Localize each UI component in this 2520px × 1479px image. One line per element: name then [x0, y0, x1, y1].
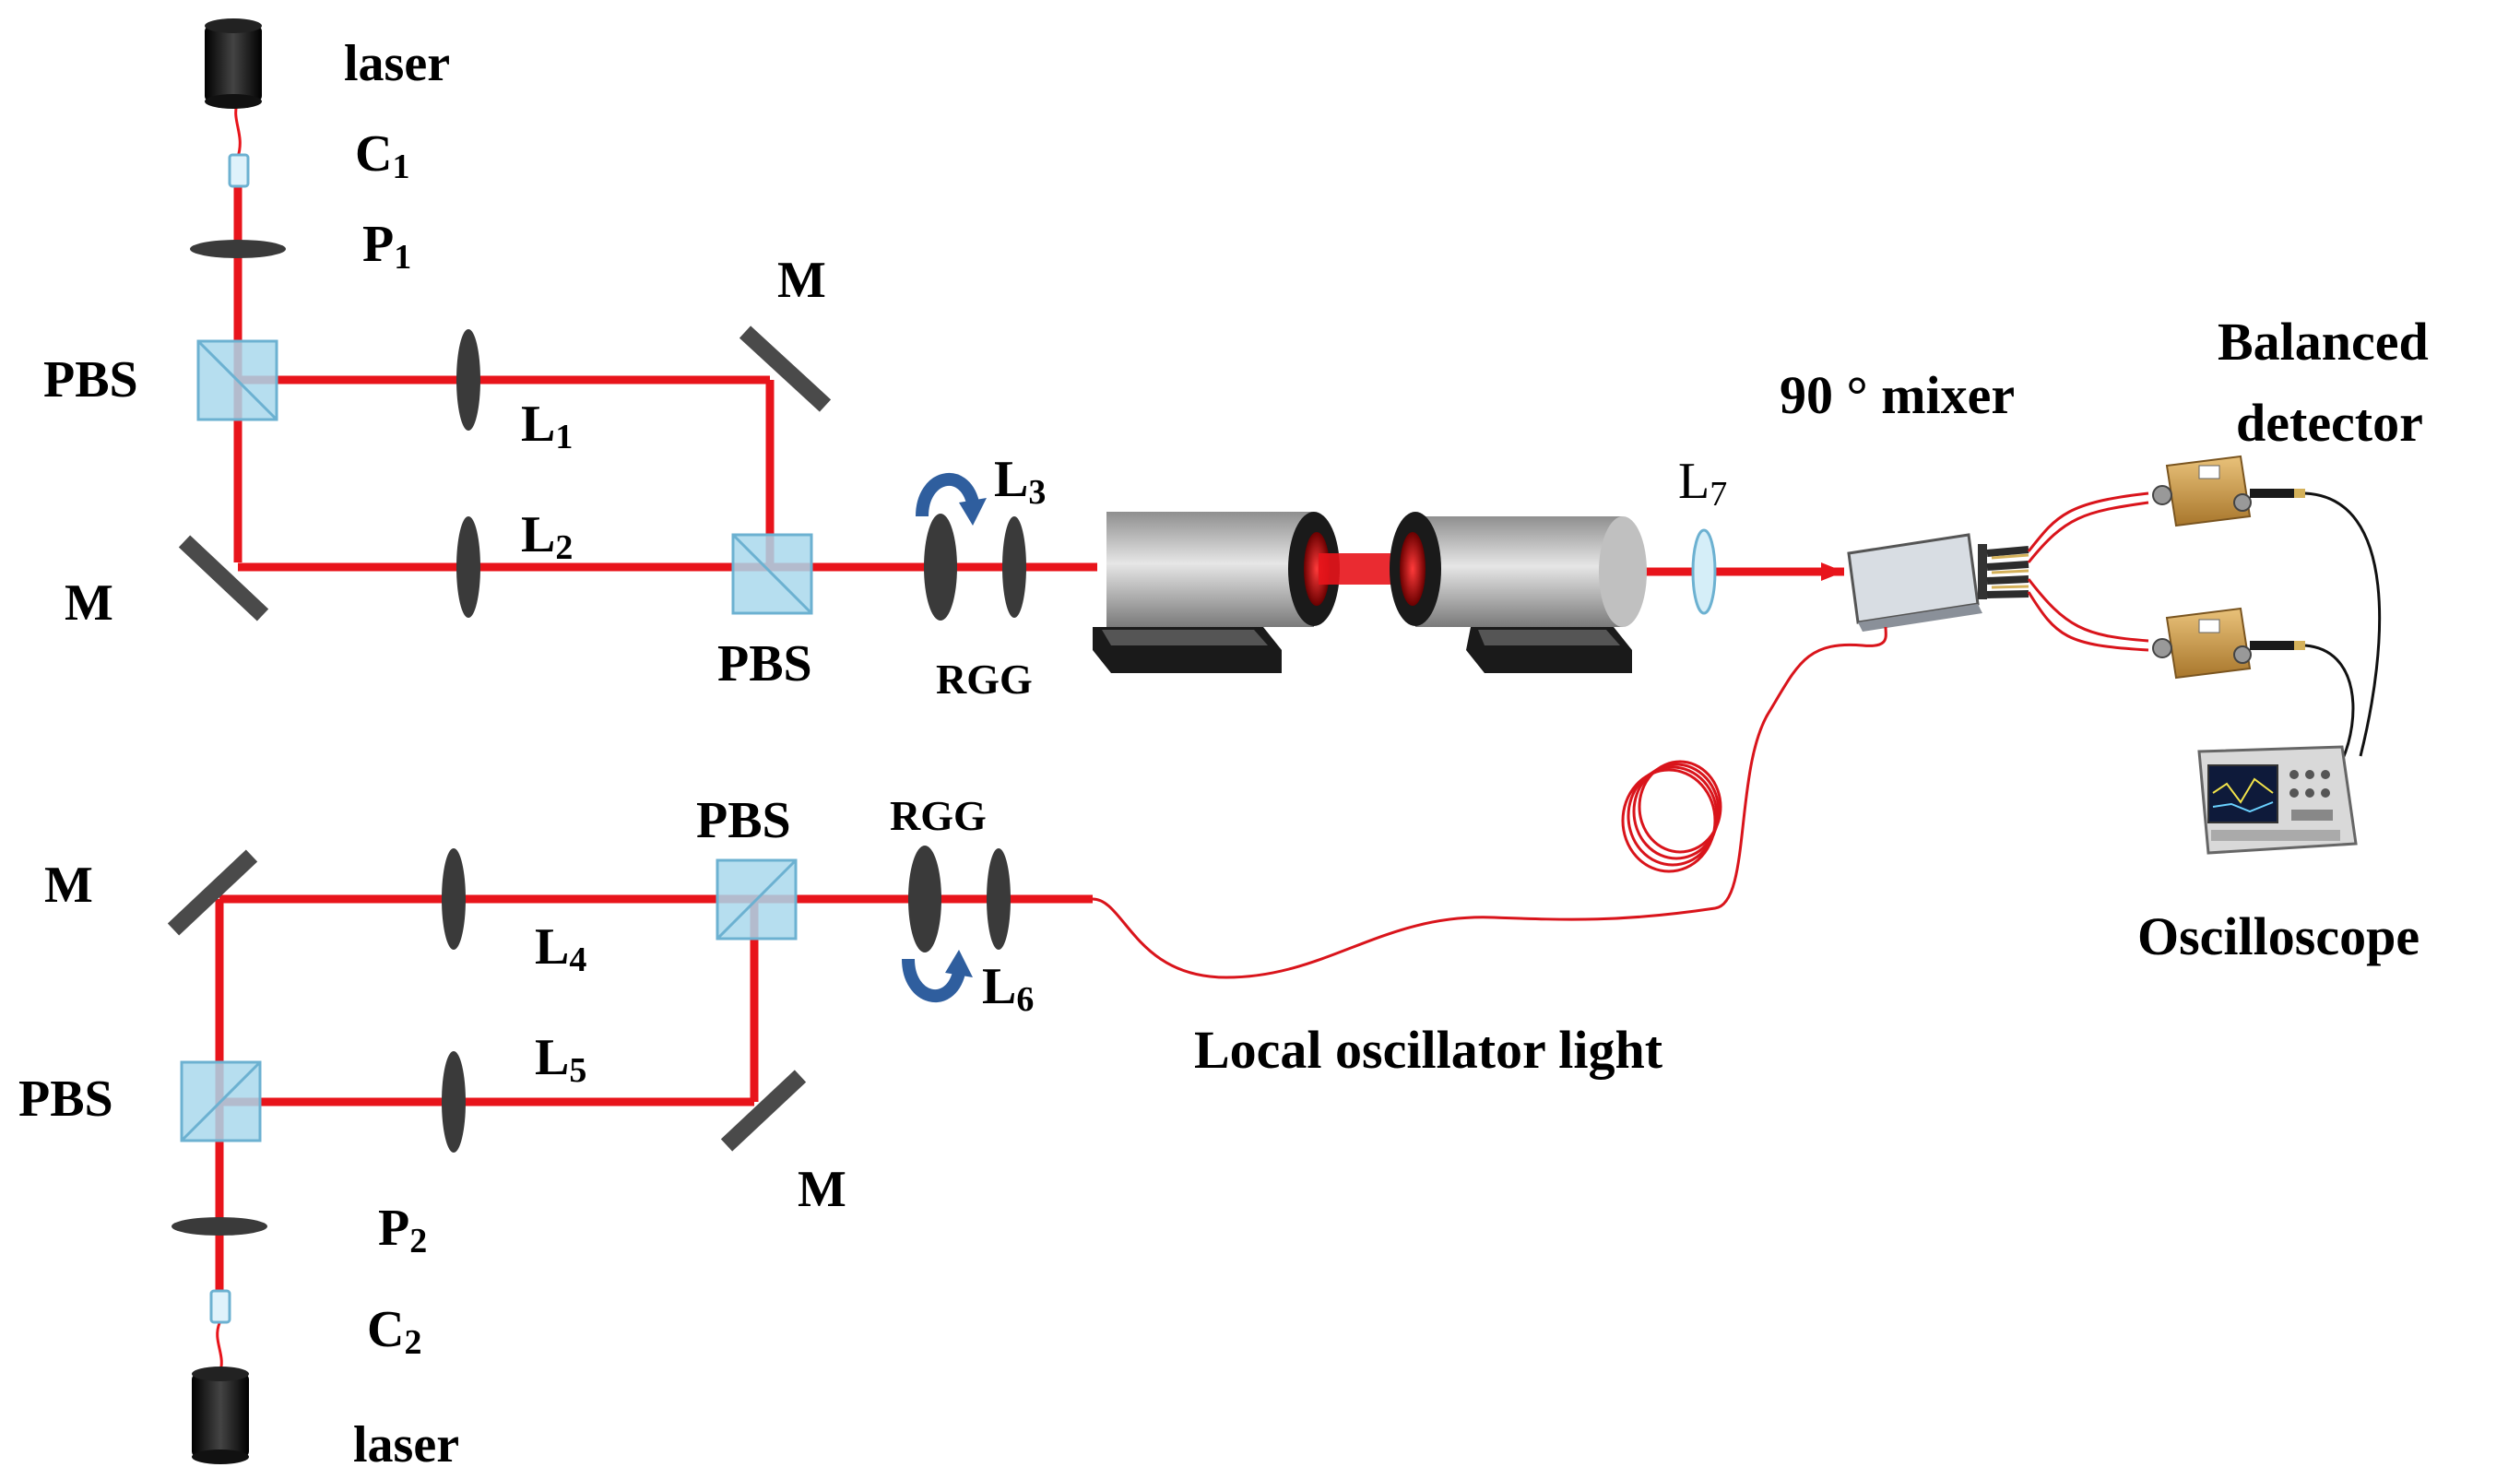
label-c2: C2 [367, 1301, 421, 1362]
mirror-bottom-left-icon [167, 849, 258, 936]
label-rgg-top: RGG [936, 656, 1033, 703]
label-m-bottom-right: M [798, 1161, 846, 1218]
beam-arrowhead [1821, 562, 1844, 581]
label-p2: P2 [378, 1200, 427, 1260]
fiber-local-oscillator [1092, 626, 1887, 979]
label-l2: L2 [521, 506, 573, 567]
balanced-detector-top-icon [2152, 455, 2305, 527]
rotation-arrow-top-icon [916, 472, 979, 517]
rotation-arrow-bottom-icon [902, 958, 965, 1003]
oscilloscope-icon [2197, 745, 2358, 855]
fibers-mixer-to-detectors [2027, 491, 2149, 652]
lens-l2-icon [456, 516, 480, 618]
label-local-oscillator-light: Local oscillator light [1194, 1020, 1663, 1080]
label-laser-top: laser [344, 35, 450, 92]
label-p1: P1 [362, 216, 411, 277]
label-l5: L5 [535, 1029, 586, 1090]
label-m-top-right: M [777, 252, 826, 309]
label-balanced-detector-line2: detector [2236, 393, 2423, 453]
lens-l7-icon [1691, 528, 1717, 615]
rotation-arrowhead-bottom-icon [945, 950, 973, 977]
rotation-arrowhead-top-icon [959, 498, 987, 526]
label-l1: L1 [521, 396, 573, 456]
mirror-top-left-icon [178, 535, 269, 621]
lens-l4-icon [442, 848, 466, 950]
rgg-top-icon [924, 514, 957, 621]
label-oscilloscope: Oscilloscope [2137, 906, 2419, 966]
cable-top-to-oscilloscope [2304, 491, 2382, 757]
sample-cylinder-right-icon [1390, 512, 1647, 673]
label-pbs-top-left: PBS [43, 351, 138, 408]
pbs-top-left-icon [196, 339, 278, 421]
laser-bottom-icon [192, 1367, 249, 1464]
label-l7: L7 [1678, 453, 1727, 514]
collimator-c1-icon [228, 153, 250, 188]
pbs-bottom-center-icon [716, 858, 798, 941]
label-l6: L6 [982, 958, 1034, 1019]
label-rgg-bottom: RGG [890, 792, 987, 839]
label-pbs-top-center: PBS [717, 635, 812, 692]
rgg-bottom-icon [908, 846, 941, 952]
balanced-detector-bottom-icon [2152, 607, 2305, 680]
lens-l6-icon [987, 848, 1011, 950]
label-pbs-bottom-left: PBS [18, 1071, 113, 1128]
lens-l3-icon [1002, 516, 1026, 618]
lens-l5-icon [442, 1051, 466, 1153]
mirror-bottom-right-icon [720, 1070, 807, 1152]
collimator-c2-icon [209, 1289, 231, 1324]
cable-bottom-to-oscilloscope [2304, 644, 2355, 762]
mixer-90-icon [1847, 533, 2029, 632]
polarizer-p1-icon [190, 240, 286, 258]
fiber-coil-icon [1621, 760, 1722, 873]
mirror-top-right-icon [739, 325, 832, 412]
label-l4: L4 [535, 918, 586, 979]
label-m-bottom-left: M [44, 857, 93, 914]
pbs-bottom-left-icon [180, 1060, 262, 1142]
label-c1: C1 [355, 125, 409, 186]
label-m-top-left: M [65, 574, 113, 632]
laser-top-icon [205, 18, 262, 109]
label-mixer: 90 ° mixer [1780, 365, 2015, 425]
label-l3: L3 [994, 451, 1046, 512]
fiber-laser-bottom [216, 1322, 223, 1375]
lens-l1-icon [456, 329, 480, 431]
pbs-top-center-icon [731, 533, 813, 615]
label-pbs-bottom-center: PBS [696, 792, 791, 849]
label-balanced-detector-line1: Balanced [2218, 312, 2429, 372]
label-laser-bottom: laser [353, 1416, 459, 1473]
fiber-laser-top [234, 101, 242, 158]
sample-cylinder-left-icon [1093, 512, 1340, 673]
polarizer-p2-icon [172, 1217, 267, 1236]
